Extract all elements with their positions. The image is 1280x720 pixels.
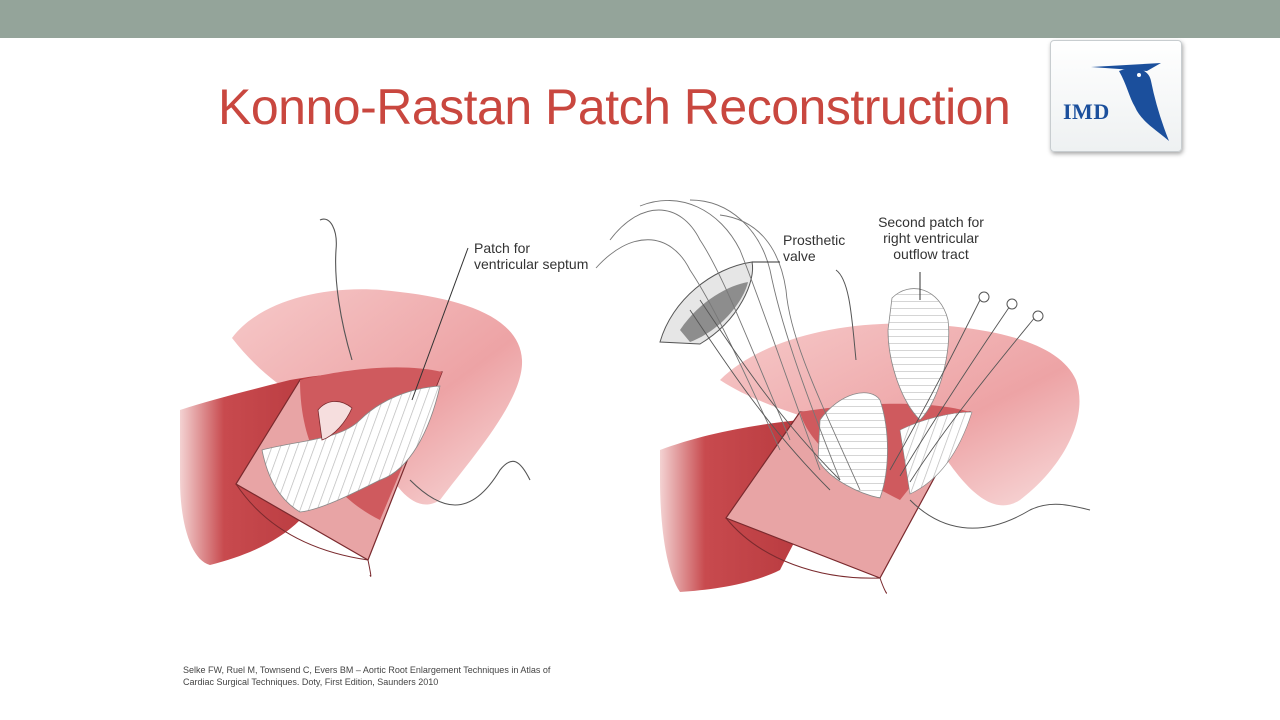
slide-title: Konno-Rastan Patch Reconstruction bbox=[218, 79, 1011, 135]
label-prosthetic-valve-line2: valve bbox=[783, 248, 816, 264]
citation-line1: Selke FW, Ruel M, Townsend C, Evers BM –… bbox=[183, 665, 551, 675]
label-prosthetic-valve-line1: Prosthetic bbox=[783, 232, 846, 248]
label-patch-septum-line2: ventricular septum bbox=[474, 256, 589, 272]
label-second-patch-line2: right ventricular bbox=[883, 230, 979, 246]
citation-line2: Cardiac Surgical Techniques. Doty, First… bbox=[183, 677, 439, 687]
logo: IMD bbox=[1050, 40, 1182, 152]
label-patch-septum: Patch for ventricular septum bbox=[474, 240, 588, 272]
left-heart-illustration bbox=[180, 218, 531, 577]
label-patch-septum-line1: Patch for bbox=[474, 240, 531, 256]
label-prosthetic-valve: Prosthetic valve bbox=[783, 232, 845, 264]
label-second-patch-line1: Second patch for bbox=[878, 214, 984, 230]
label-second-patch-line3: outflow tract bbox=[893, 246, 969, 262]
citation: Selke FW, Ruel M, Townsend C, Evers BM –… bbox=[183, 664, 550, 688]
label-second-patch: Second patch for right ventricular outfl… bbox=[860, 214, 1002, 262]
bird-logo-icon bbox=[1091, 63, 1169, 141]
logo-text: IMD bbox=[1063, 99, 1110, 124]
right-heart-illustration bbox=[595, 199, 1091, 594]
top-bar bbox=[0, 0, 1280, 38]
